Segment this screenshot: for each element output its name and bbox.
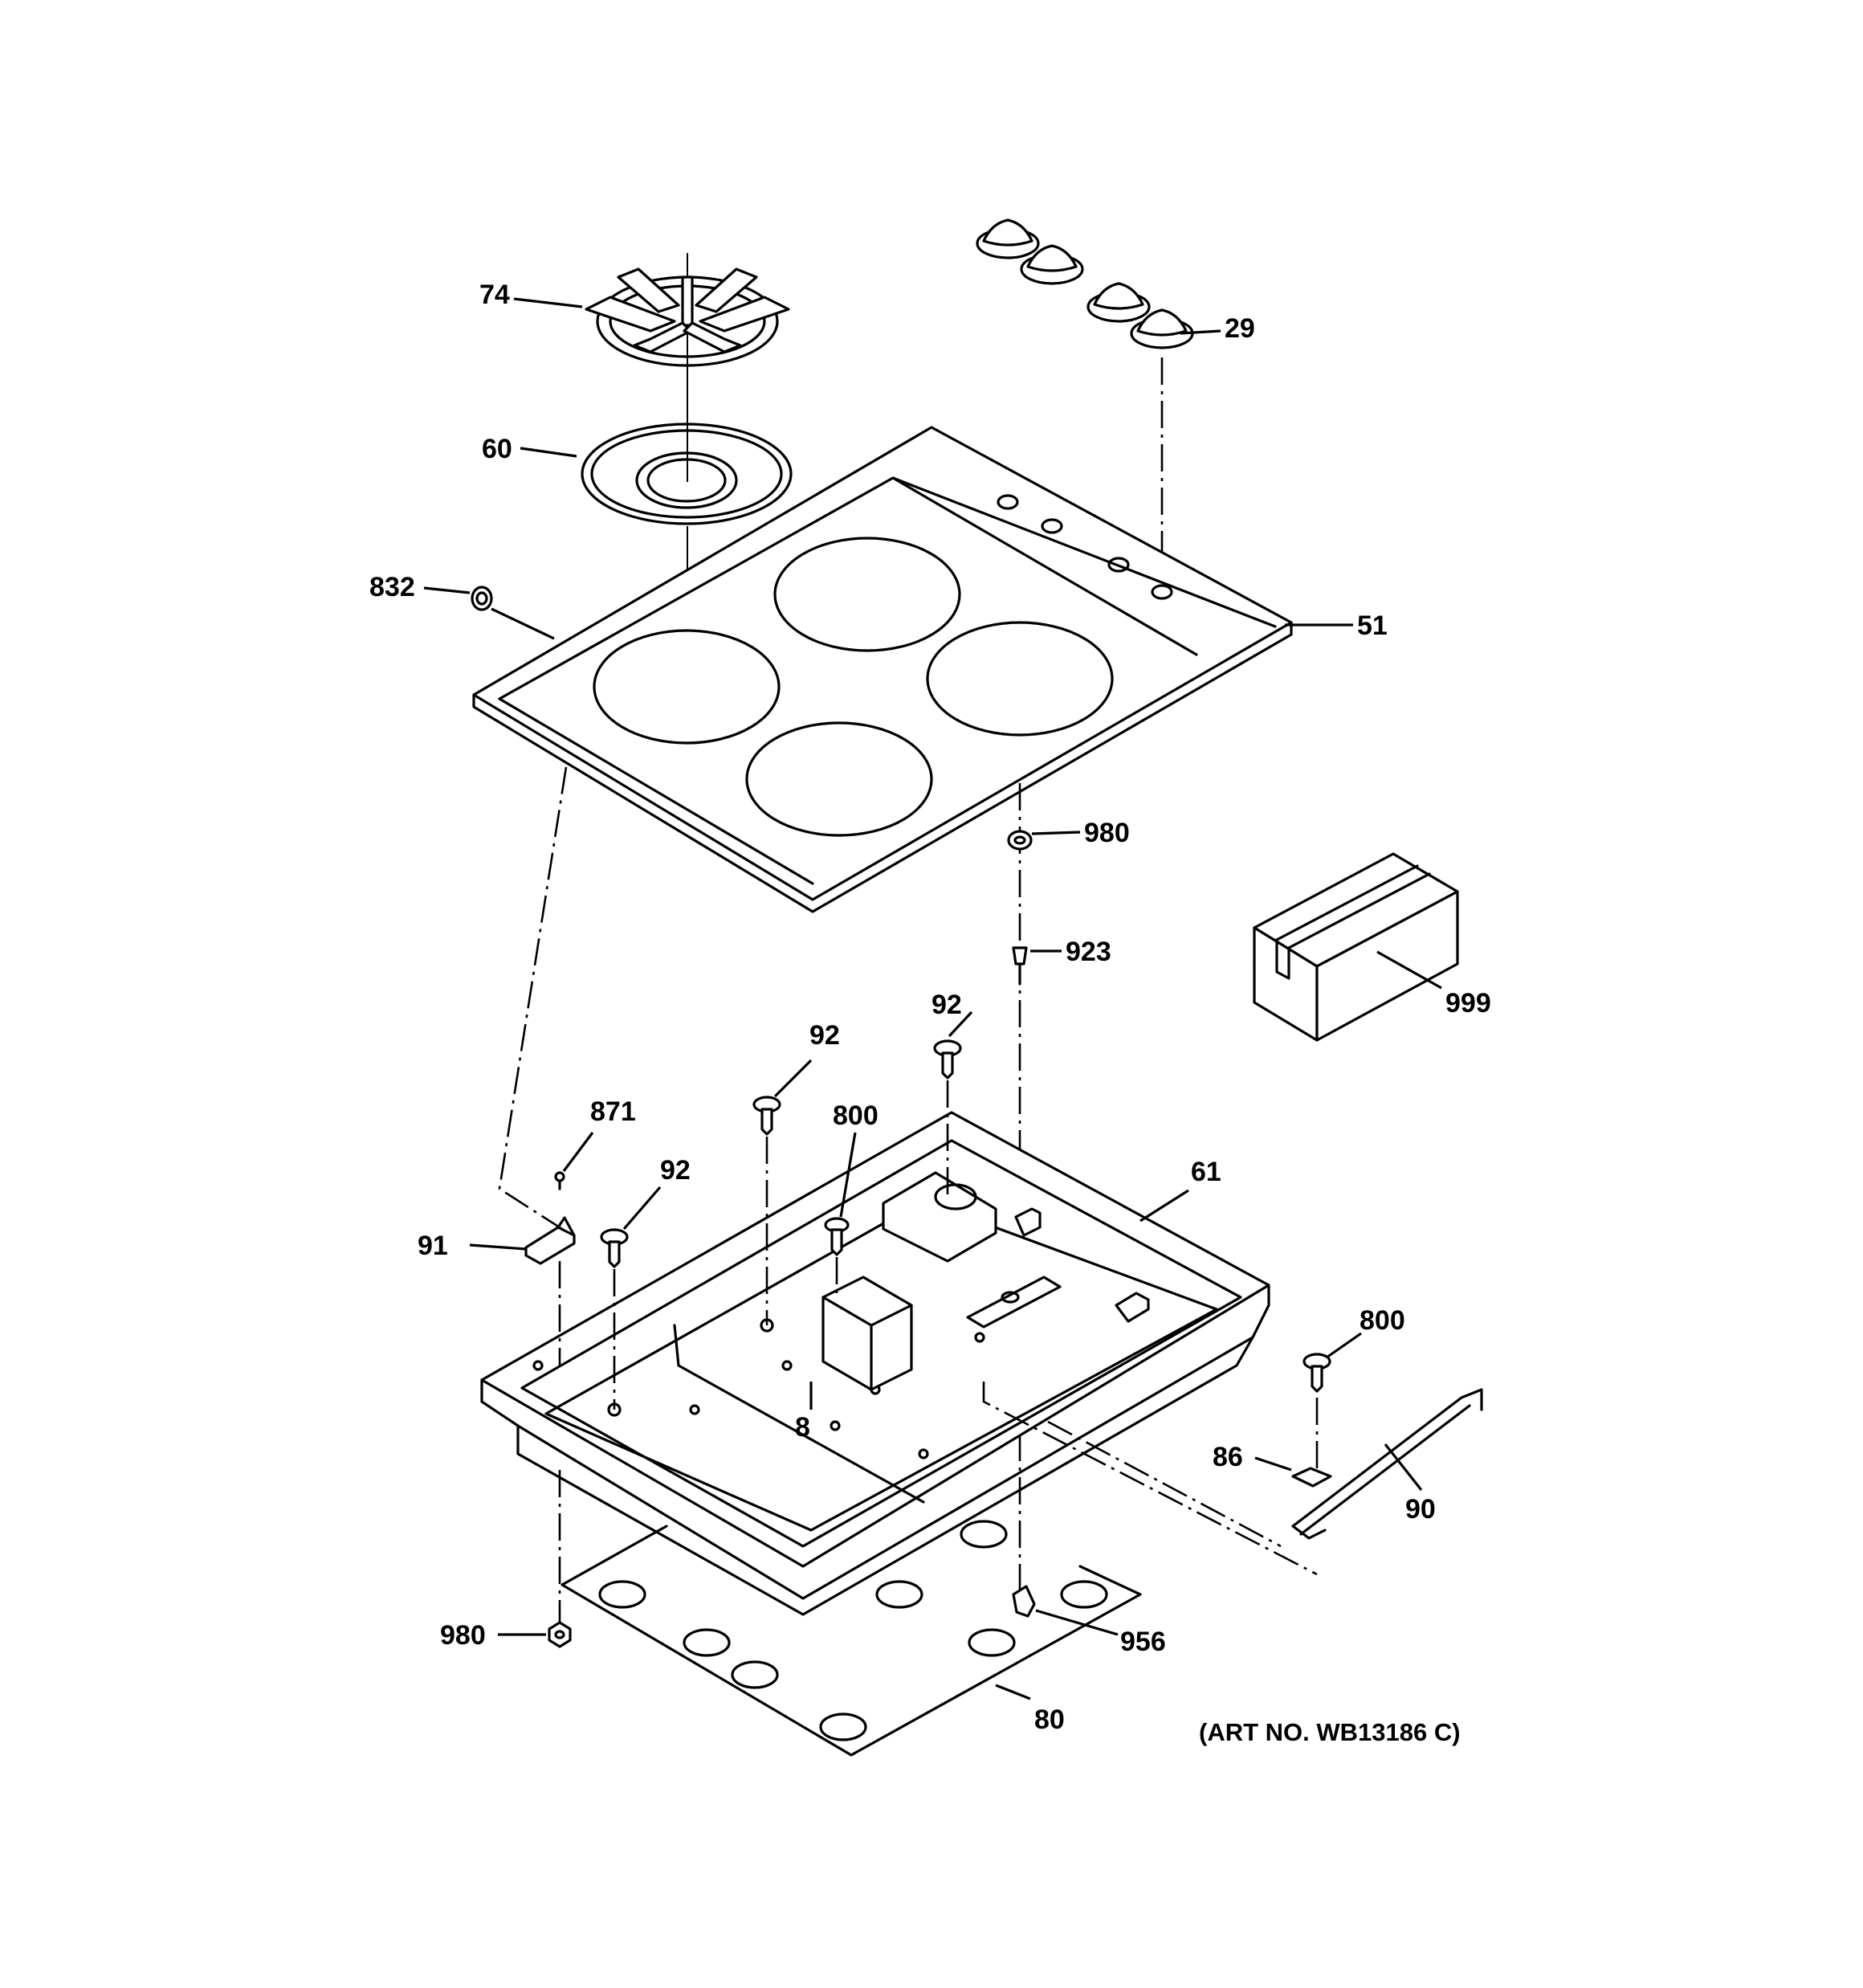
callout-800-inner: 800: [833, 1100, 879, 1131]
callout-51: 51: [1357, 610, 1388, 641]
screw-832: [471, 586, 555, 640]
art-number: (ART NO. WB13186 C): [1199, 1718, 1461, 1746]
nut-980-bottom: [548, 1470, 572, 1648]
rod-90: [1291, 1388, 1483, 1540]
callout-90: 90: [1405, 1494, 1436, 1525]
base-pan: [480, 1111, 1270, 1616]
insulation-pad: [561, 1520, 1142, 1757]
callout-60: 60: [482, 434, 512, 464]
callout-956: 956: [1120, 1627, 1166, 1657]
clip-956: [1012, 1585, 1036, 1618]
knob-2: [1020, 244, 1084, 285]
screw-800-right: [1302, 1353, 1331, 1470]
burner-grate: [585, 253, 790, 378]
screw-800-inner: [824, 1217, 850, 1293]
screw-92-c: [600, 1228, 629, 1410]
callout-92-c: 92: [660, 1155, 691, 1186]
callout-980-top: 980: [1084, 818, 1130, 848]
callout-61: 61: [1191, 1157, 1221, 1187]
callout-980-bottom: 980: [440, 1620, 486, 1651]
parts-box: [1253, 852, 1459, 1042]
callout-832: 832: [369, 572, 415, 602]
screw-871: [554, 1171, 565, 1190]
knob-3: [1086, 282, 1151, 323]
bracket-91: [524, 1216, 576, 1365]
drip-bowl: [581, 378, 793, 691]
callout-74: 74: [479, 280, 510, 310]
nut-980-top: [1007, 830, 1033, 851]
callout-labels: 74 60 29 832 51 980 923 999 92 92 92 871…: [369, 280, 1491, 1735]
stud-923: [1012, 946, 1028, 986]
callout-923: 923: [1066, 937, 1111, 967]
knob-1: [976, 218, 1040, 259]
callout-80: 80: [1034, 1704, 1065, 1735]
callout-92-b: 92: [932, 990, 962, 1020]
callout-8: 8: [795, 1412, 810, 1443]
cooktop-top: [472, 426, 1293, 913]
bracket-guide-line: [498, 766, 568, 1231]
rod-guide-line: [982, 1382, 1318, 1576]
leader-lines: [423, 297, 1442, 1700]
callout-91: 91: [418, 1231, 448, 1261]
callout-92-a: 92: [809, 1020, 840, 1051]
callout-800-right: 800: [1360, 1305, 1405, 1336]
screw-92-b: [933, 1039, 962, 1201]
clip-86: [1291, 1467, 1332, 1488]
callout-86: 86: [1213, 1442, 1243, 1472]
callout-999: 999: [1445, 988, 1491, 1018]
knob-4: [1130, 308, 1194, 349]
screws-92: [600, 1039, 962, 1410]
callout-29: 29: [1225, 313, 1255, 344]
callout-871: 871: [590, 1096, 636, 1127]
screw-92-a: [752, 1096, 781, 1325]
